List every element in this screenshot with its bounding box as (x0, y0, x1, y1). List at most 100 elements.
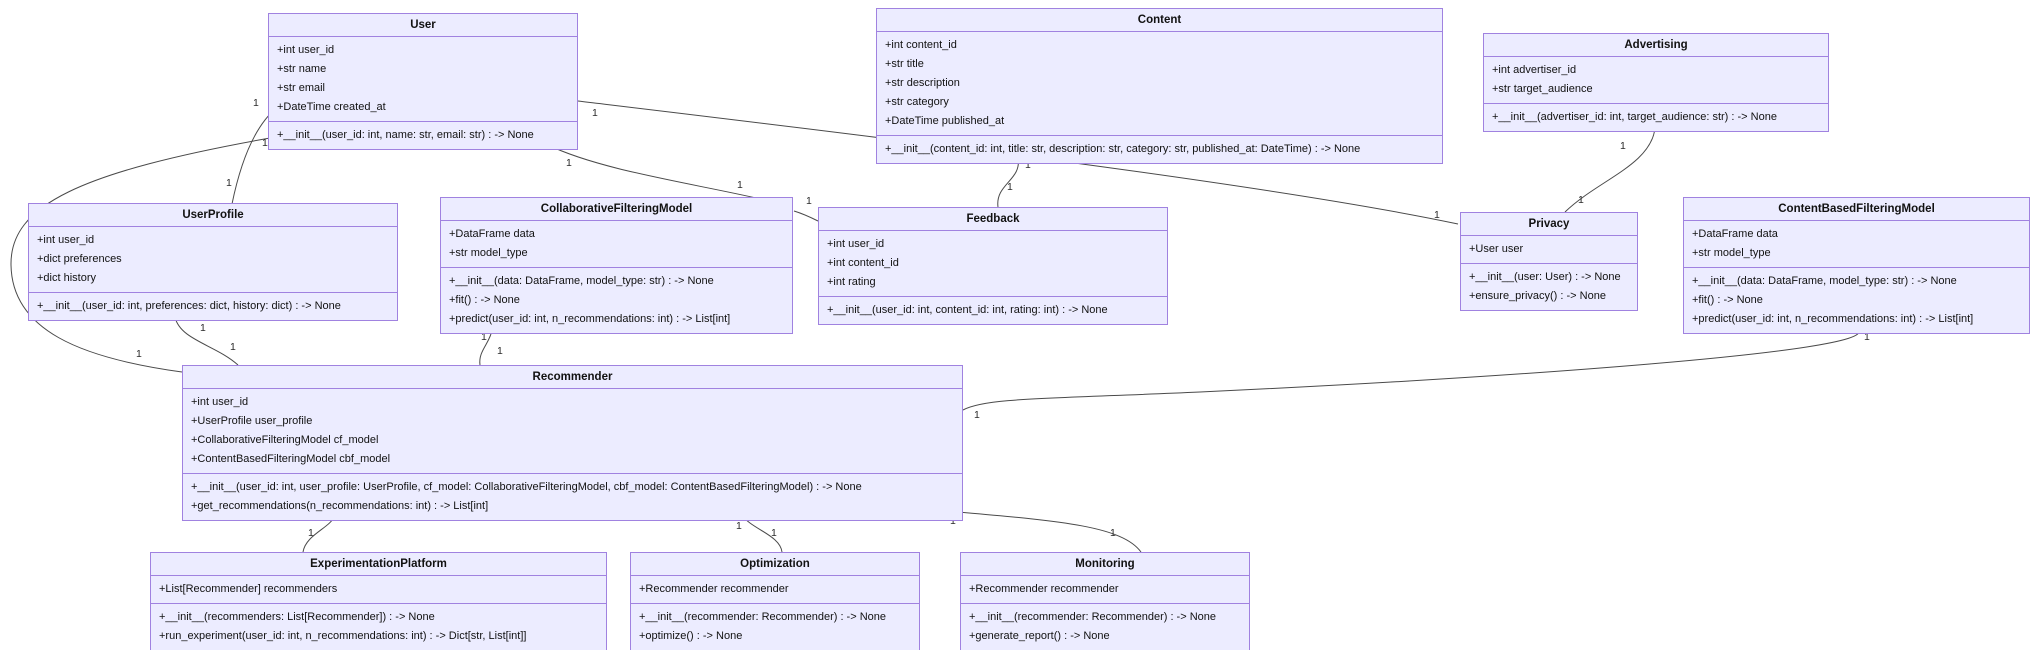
method-row: +__init__(data: DataFrame, model_type: s… (449, 275, 714, 287)
multiplicity-label: 1 (1434, 209, 1440, 221)
multiplicity-label: 1 (1864, 331, 1870, 343)
method-row: +fit() : -> None (449, 294, 520, 306)
multiplicity-label: 1 (253, 97, 259, 109)
association-UserProfile-Recommender (174, 316, 239, 366)
attribute-row: +str title (885, 58, 924, 70)
multiplicity-label: 1 (1110, 527, 1116, 539)
class-attributes-section: +int user_id+UserProfile user_profile+Co… (183, 389, 962, 473)
class-title: User (269, 14, 577, 37)
multiplicity-label: 1 (230, 341, 236, 353)
class-methods-section: +__init__(user_id: int, user_profile: Us… (183, 473, 962, 520)
multiplicity-label: 1 (737, 179, 743, 191)
class-methods-section: +__init__(user_id: int, name: str, email… (269, 121, 577, 149)
attribute-row: +str target_audience (1492, 83, 1593, 95)
multiplicity-label: 1 (950, 515, 956, 527)
multiplicity-label: 1 (736, 520, 742, 532)
association-Advertising-Privacy (1564, 127, 1656, 213)
attribute-row: +str model_type (449, 247, 528, 259)
attribute-row: +int user_id (827, 238, 885, 250)
multiplicity-label: 1 (771, 527, 777, 539)
multiplicity-label: 1 (1007, 181, 1013, 193)
class-title: Optimization (631, 553, 919, 576)
attribute-row: +str email (277, 82, 325, 94)
method-row: +__init__(user_id: int, user_profile: Us… (191, 481, 862, 493)
class-box-Monitoring: Monitoring+Recommender recommender+__ini… (960, 552, 1250, 650)
attribute-row: +str name (277, 63, 327, 75)
attribute-row: +User user (1469, 243, 1524, 255)
method-row: +__init__(advertiser_id: int, target_aud… (1492, 111, 1777, 123)
attribute-row: +List[Recommender] recommenders (159, 583, 338, 595)
method-row: +fit() : -> None (1692, 294, 1763, 306)
multiplicity-label: 1 (481, 331, 487, 343)
class-attributes-section: +int user_id +str name +str email +DateTime… (269, 37, 577, 121)
attribute-row: +DateTime published_at (885, 115, 1005, 127)
class-attributes-section: +int content_id +str title +str descriptio… (877, 32, 1442, 135)
class-methods-section: +__init__(user_id: int, content_id: int,… (819, 296, 1167, 324)
attribute-row: +int user_id (37, 234, 95, 246)
class-attributes-section: +List[Recommender] recommenders (151, 576, 606, 603)
class-box-Content: Content+int content_id+str title+str des… (876, 8, 1443, 164)
attribute-row: +dict history (37, 272, 96, 284)
class-methods-section: +__init__(data: DataFrame, model_type: s… (441, 267, 792, 333)
attribute-row: +Recommender recommender (969, 583, 1119, 595)
class-box-Feedback: Feedback+int user_id+int content_id+int … (818, 207, 1168, 325)
multiplicity-label: 1 (262, 137, 268, 149)
class-methods-section: +__init__(recommender: Recommender) : ->… (631, 603, 919, 650)
class-title: Privacy (1461, 213, 1637, 236)
class-title: Recommender (183, 366, 962, 389)
attribute-row: +str description (885, 77, 960, 89)
attribute-row: +int content_id (885, 39, 957, 51)
attribute-row: +CollaborativeFilteringModel cf_model (191, 434, 379, 446)
class-attributes-section: +int advertiser_id +str target_audience (1484, 57, 1828, 103)
method-row: +__init__(content_id: int, title: str, d… (885, 143, 1361, 155)
method-row: +predict(user_id: int, n_recommendations… (449, 313, 731, 325)
multiplicity-label: 1 (136, 348, 142, 360)
class-box-Privacy: Privacy +User user +__init__(user: User) :… (1460, 212, 1638, 311)
class-methods-section: +__init__(user: User) : -> None+ensure_p… (1461, 263, 1637, 310)
class-attributes-section: +DataFrame data+str model_type (1684, 221, 2029, 267)
method-row: +__init__(recommender: Recommender) : ->… (639, 611, 887, 623)
method-row: +__init__(user_id: int, content_id: int,… (827, 304, 1108, 316)
class-box-Optimization: Optimization +Recommender recommender +__i… (630, 552, 920, 650)
method-row: +ensure_privacy() : -> None (1469, 290, 1606, 302)
class-methods-section: +__init__(user_id: int, preferences: dic… (29, 292, 397, 320)
class-title: Feedback (819, 208, 1167, 231)
association-User-CollaborativeFilteringModel (547, 144, 757, 199)
attribute-row: +str model_type (1692, 247, 1771, 259)
attribute-row: +DateTime created_at (277, 101, 386, 113)
method-row: +generate_report() : -> None (969, 630, 1110, 642)
class-attributes-section: +int user_id+int content_id+int rating (819, 231, 1167, 296)
class-methods-section: +__init__(recommenders: List[Recommender… (151, 603, 606, 650)
class-attributes-section: +DataFrame data +str model_type (441, 221, 792, 267)
class-title: UserProfile (29, 204, 397, 227)
method-row: +__init__(data: DataFrame, model_type: s… (1692, 275, 1957, 287)
attribute-row: +dict preferences (37, 253, 122, 265)
multiplicity-label: 1 (1025, 159, 1031, 171)
attribute-row: +int user_id (277, 44, 335, 56)
multiplicity-label: 1 (806, 195, 812, 207)
multiplicity-label: 1 (974, 409, 980, 421)
multiplicity-label: 1 (1620, 140, 1626, 152)
class-box-CollaborativeFilteringModel: CollaborativeFilteringModel+DataFrame da… (440, 197, 793, 334)
attribute-row: +Recommender recommender (639, 583, 789, 595)
multiplicity-label: 1 (1578, 194, 1584, 206)
class-box-UserProfile: UserProfile +int user_id +dict preferences… (28, 203, 398, 321)
multiplicity-label: 1 (566, 157, 572, 169)
multiplicity-label: 1 (497, 345, 503, 357)
class-box-ExperimentationPlatform: ExperimentationPlatform+List[Recommender… (150, 552, 607, 650)
class-title: Advertising (1484, 34, 1828, 57)
attribute-row: +DataFrame data (449, 228, 535, 240)
attribute-row: +int advertiser_id (1492, 64, 1577, 76)
association-Recommender-Monitoring (957, 511, 1142, 553)
class-methods-section: +__init__(data: DataFrame, model_type: s… (1684, 267, 2029, 333)
method-row: +run_experiment(user_id: int, n_recommen… (159, 630, 527, 642)
multiplicity-label: 1 (226, 177, 232, 189)
attribute-row: +int rating (827, 276, 876, 288)
method-row: +__init__(user_id: int, name: str, email… (277, 129, 534, 141)
multiplicity-label: 1 (200, 322, 206, 334)
class-title: CollaborativeFilteringModel (441, 198, 792, 221)
class-methods-section: +__init__(content_id: int, title: str, d… (877, 135, 1442, 163)
method-row: +__init__(user_id: int, preferences: dic… (37, 300, 341, 312)
class-methods-section: +__init__(advertiser_id: int, target_aud… (1484, 103, 1828, 131)
method-row: +predict(user_id: int, n_recommendations… (1692, 313, 1974, 325)
